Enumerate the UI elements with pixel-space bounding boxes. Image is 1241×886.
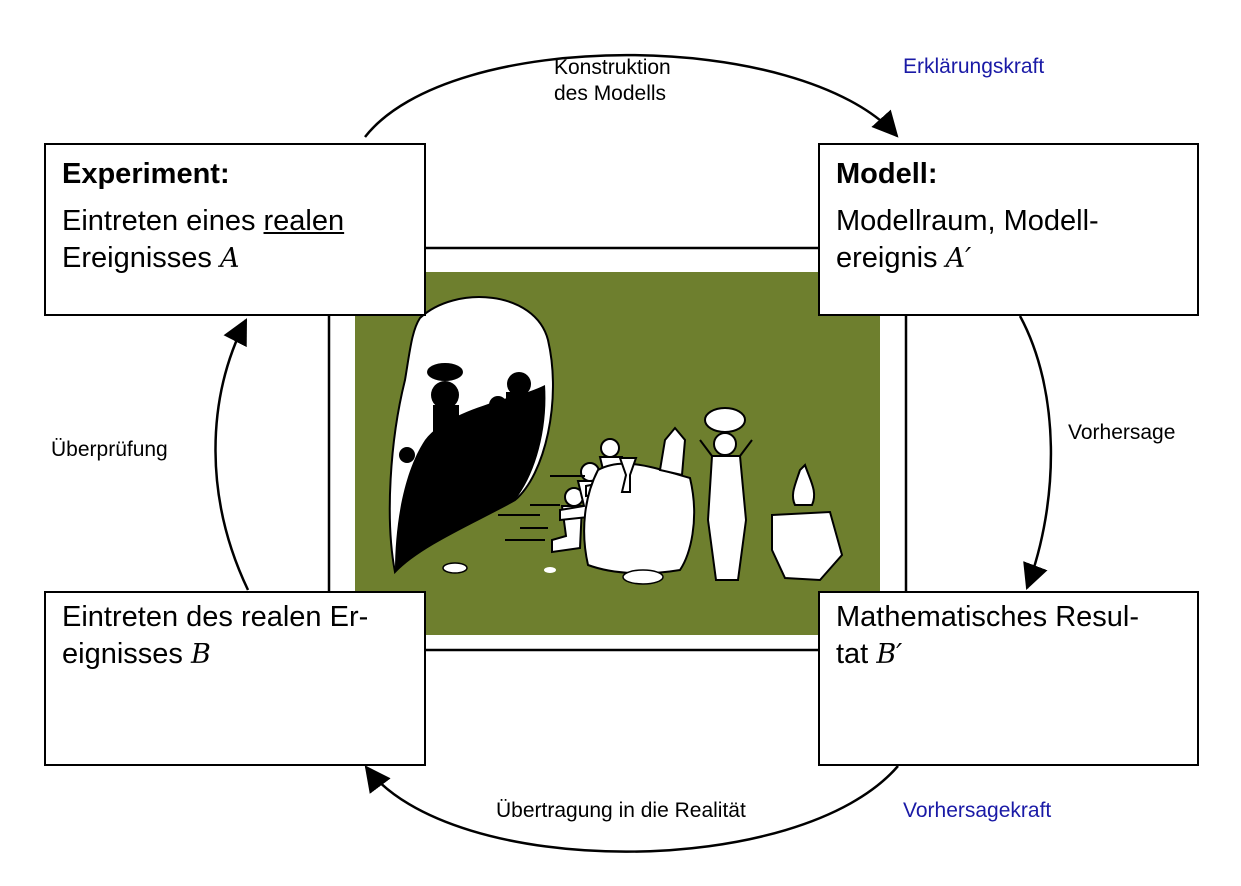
construction-label-line1: Konstruktion [554, 56, 671, 79]
real-event-b-line2: eignisses [62, 638, 183, 670]
model-box: Modell: Modellraum, Modell- ereignis A′ [818, 143, 1199, 316]
cave-allegory-illustration [342, 262, 891, 637]
construction-label-line2: des Modells [554, 82, 667, 105]
arrow-verification [214, 318, 250, 591]
real-event-b-box: Eintreten des realen Er- eignisses B [44, 591, 426, 766]
arrow-prediction [1018, 315, 1053, 591]
experiment-body: Eintreten eines realen Ereignisses A [62, 203, 408, 277]
math-result-line1: Mathematisches Resul- [836, 601, 1139, 633]
experiment-body-line2: Ereignisses [62, 242, 212, 274]
model-title: Modell: [836, 158, 938, 190]
experiment-title: Experiment: [62, 158, 230, 190]
construction-label: Konstruktion des Modells [554, 55, 671, 107]
predictive-power-label: Vorhersagekraft [903, 799, 1052, 822]
verification-label: Überprüfung [51, 438, 168, 461]
symbol-a: A [219, 243, 240, 274]
math-result-box: Mathematisches Resul- tat B′ [818, 591, 1199, 766]
experiment-box: Experiment: Eintreten eines realen Ereig… [44, 143, 426, 316]
prediction-label: Vorhersage [1068, 421, 1176, 444]
arrow-transfer [364, 765, 899, 853]
transfer-label: Übertragung in die Realität [496, 799, 746, 822]
math-result-line2: tat [836, 638, 869, 670]
arrow-construction [364, 53, 899, 138]
experiment-body-prefix: Eintreten eines [62, 205, 264, 237]
symbol-b: B [190, 639, 211, 670]
model-body-line2: ereignis [836, 242, 938, 274]
real-event-b-line1: Eintreten des realen Er- [62, 601, 369, 633]
experiment-body-underlined: realen [263, 205, 345, 237]
real-event-b-body: Eintreten des realen Er- eignisses B [62, 599, 408, 673]
explanatory-power-label: Erklärungskraft [903, 55, 1045, 78]
central-frame [327, 246, 908, 652]
model-body: Modellraum, Modell- ereignis A′ [836, 203, 1181, 277]
symbol-b-prime: B′ [876, 639, 903, 670]
model-body-line1: Modellraum, Modell- [836, 205, 1099, 237]
symbol-a-prime: A′ [945, 243, 972, 274]
math-result-body: Mathematisches Resul- tat B′ [836, 599, 1181, 673]
